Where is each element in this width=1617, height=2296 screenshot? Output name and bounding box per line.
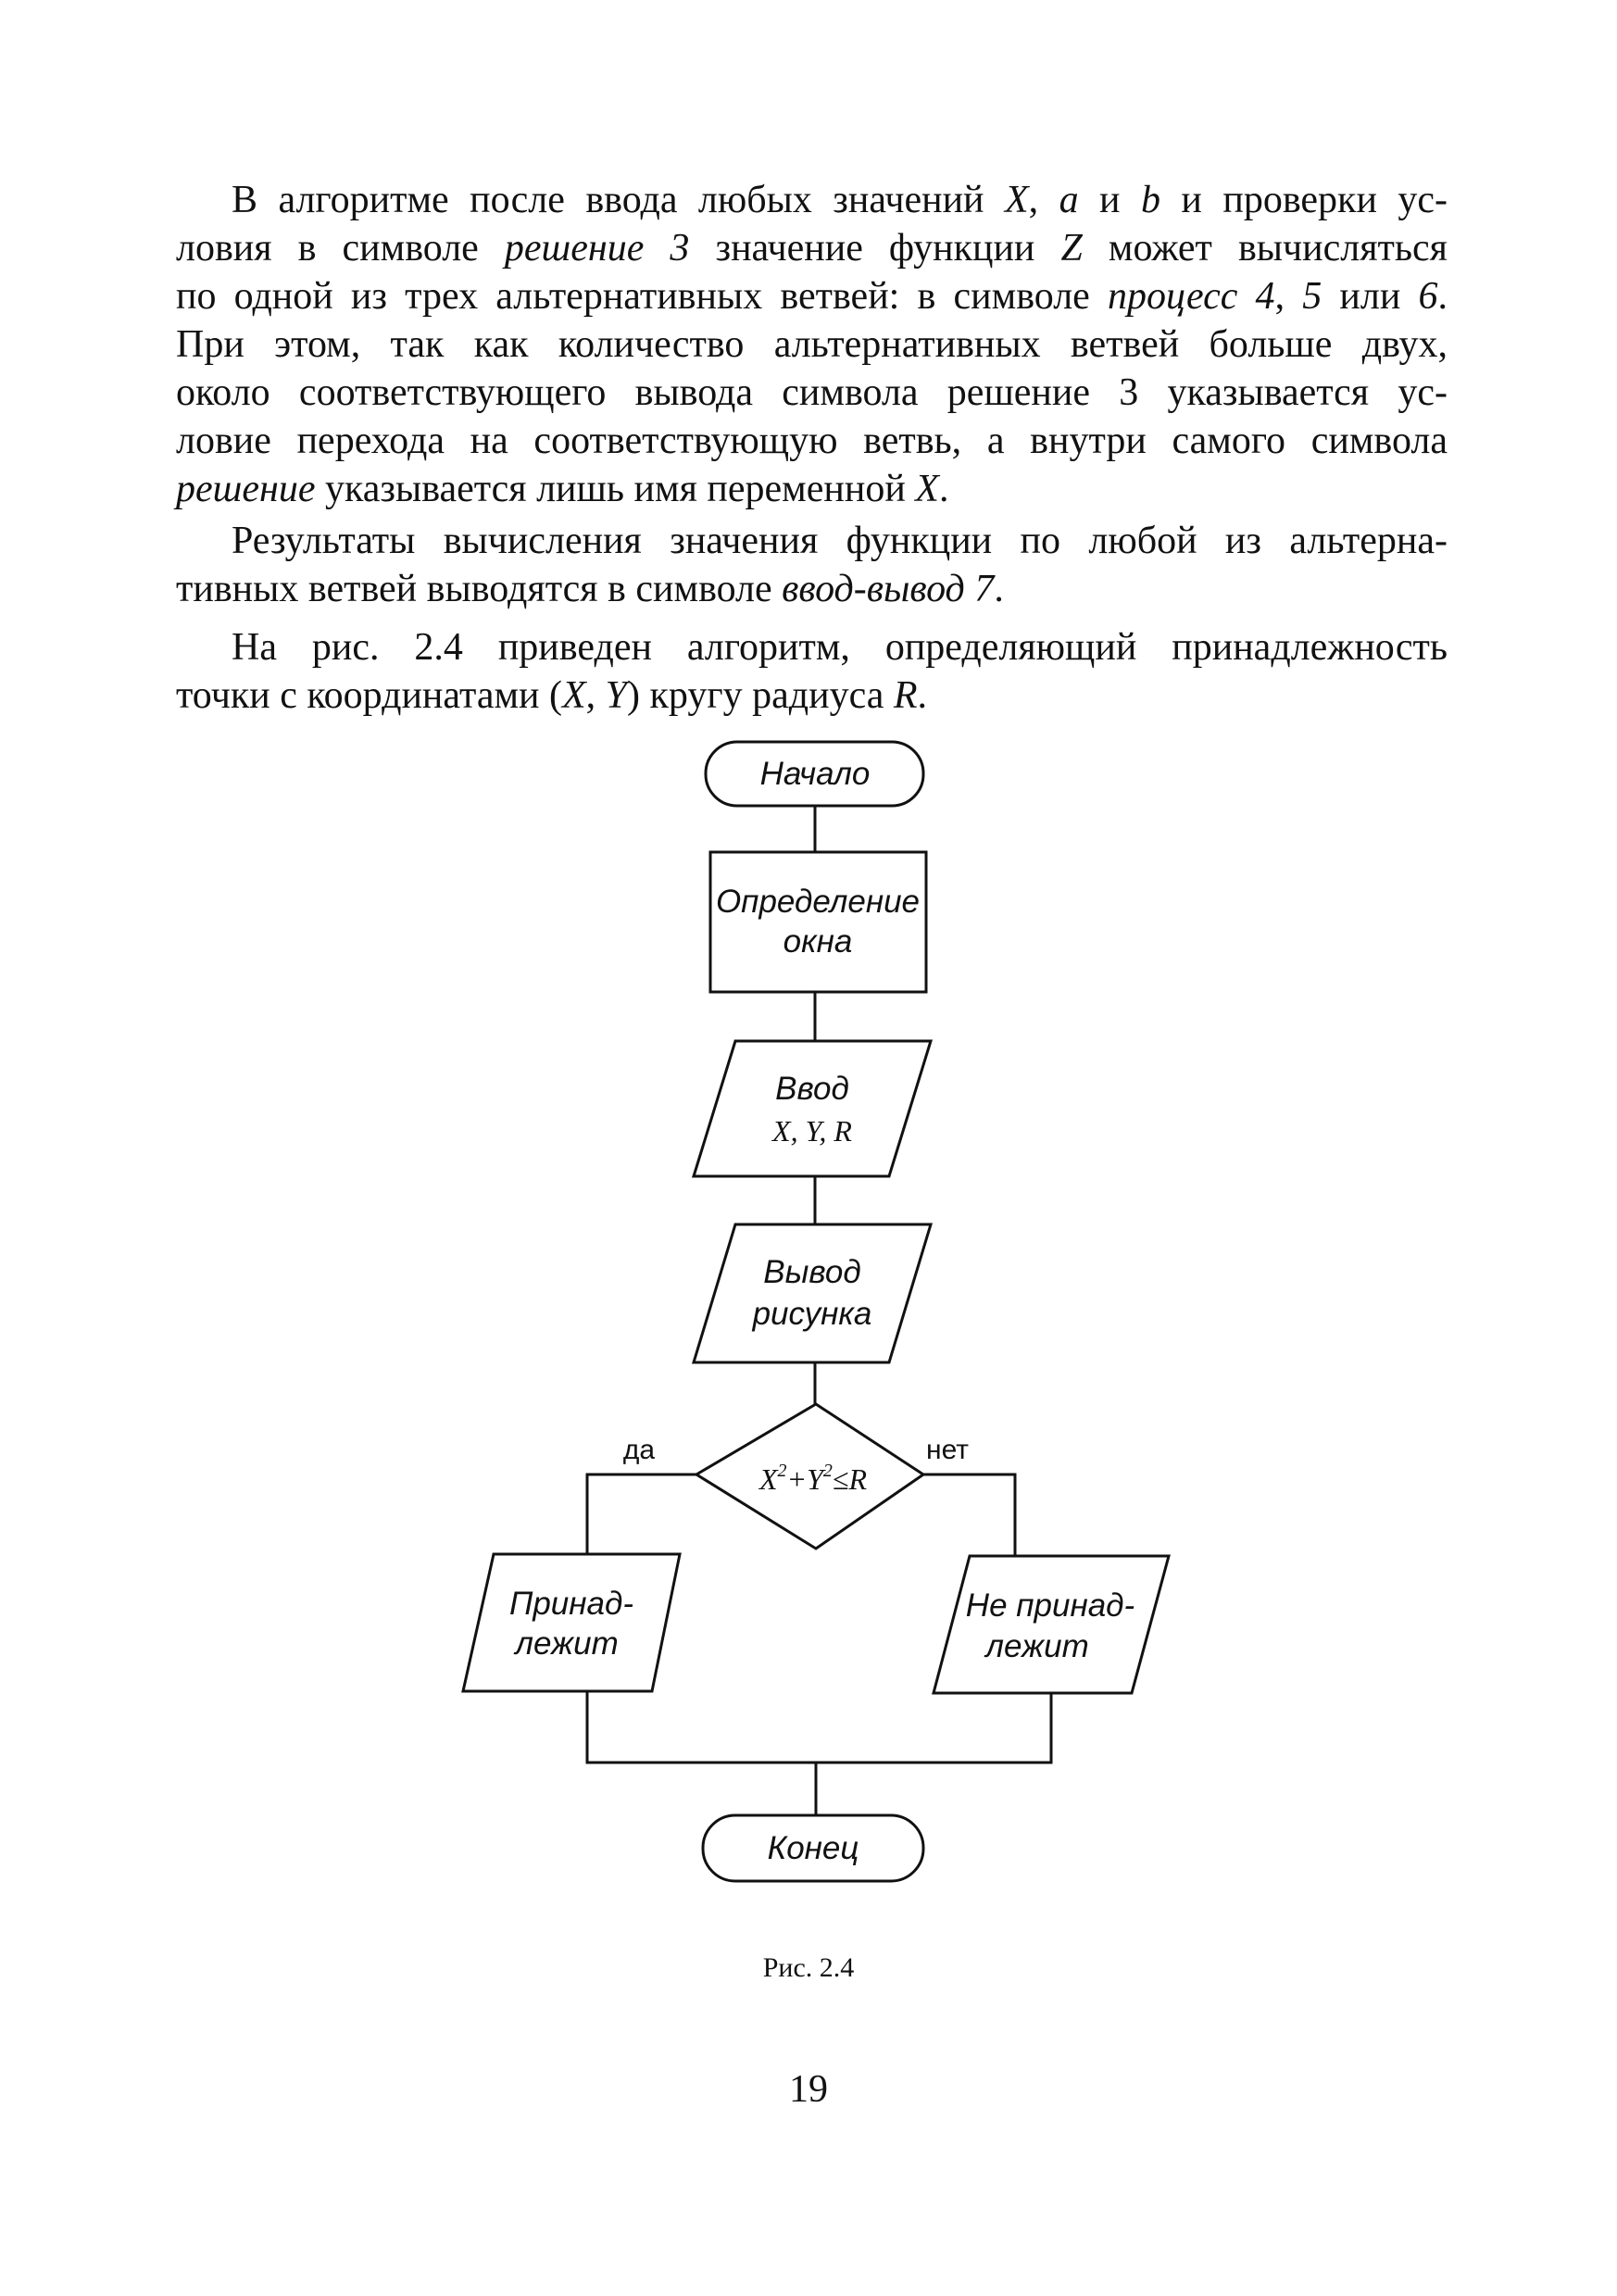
text-segment: или (1322, 275, 1419, 318)
text-segment: . (917, 674, 928, 717)
italic-text: 6 (1418, 275, 1438, 318)
yes-output-block (461, 1552, 682, 1693)
italic-text: Z (1060, 227, 1083, 270)
end-terminal (701, 1813, 925, 1883)
text-line: ловие перехода на соответствующую ветвь,… (176, 417, 1448, 465)
text-line: ловия в символе решение 3 значение функц… (176, 224, 1448, 272)
italic-text: Y (605, 674, 628, 717)
text-line: В алгоритме после ввода любых значений X… (176, 176, 1448, 224)
italic-text: a (1059, 179, 1079, 221)
process-label-2: окна (783, 923, 853, 960)
text-segment: , (1028, 179, 1059, 221)
process-block (708, 850, 928, 994)
italic-text: X (562, 674, 586, 717)
italic-text: b (1140, 179, 1160, 221)
text-segment: тивных ветвей выводятся в символе (176, 568, 783, 610)
output-label-1: Вывод (763, 1254, 860, 1290)
text-segment: ловие перехода на соответствующую ветвь,… (176, 420, 1448, 462)
text-segment: может вычисляться (1082, 227, 1448, 270)
merge-connector (585, 1691, 1053, 1764)
text-line: При этом, так как количество альтернатив… (176, 320, 1448, 369)
process-label-1: Определение (716, 884, 920, 920)
text-line: Результаты вычисления значения функции п… (176, 517, 1448, 565)
no-output-block (932, 1554, 1171, 1695)
output-label-2: рисунка (752, 1296, 872, 1332)
no-label-2: лежит (984, 1628, 1089, 1664)
italic-text: процесс 4 (1107, 275, 1275, 318)
text-segment: , (585, 674, 606, 717)
italic-text: решение (176, 468, 316, 510)
italic-text: X (915, 468, 939, 510)
no-label-1: Не принад- (966, 1587, 1134, 1624)
text-segment: . (994, 568, 1004, 610)
italic-text: X (1004, 179, 1029, 221)
text-segment: ловия в символе (176, 227, 505, 270)
text-line: На рис. 2.4 приведен алгоритм, определяю… (176, 623, 1448, 671)
text-segment: ) кругу радиуса (627, 674, 894, 717)
output-block (691, 1223, 934, 1364)
input-label: Ввод (775, 1071, 849, 1107)
paragraph-2: Результаты вычисления значения функции п… (176, 517, 1448, 613)
text-segment: точки с координатами ( (176, 674, 563, 717)
italic-text: 5 (1302, 275, 1322, 318)
yes-label-1: Принад- (509, 1586, 633, 1622)
paragraph-3: На рис. 2.4 приведен алгоритм, определяю… (176, 623, 1448, 720)
text-line: по одной из трех альтернативных ветвей: … (176, 272, 1448, 320)
text-segment: около соответствующего вывода символа ре… (176, 371, 1448, 414)
text-line: тивных ветвей выводятся в символе ввод-в… (176, 565, 1448, 613)
text-segment: . (1437, 275, 1448, 318)
end-label: Конец (768, 1830, 859, 1866)
text-segment: и (1078, 179, 1141, 221)
text-line: точки с координатами (X, Y) кругу радиус… (176, 671, 1448, 720)
italic-text: R (893, 674, 918, 717)
text-segment: Результаты вычисления значения функции п… (232, 520, 1448, 562)
page-number: 19 (789, 2068, 828, 2111)
text-segment: При этом, так как количество альтернатив… (176, 323, 1448, 366)
text-segment: и проверки ус- (1159, 179, 1448, 221)
yes-label-2: лежит (513, 1625, 619, 1662)
text-segment: значение функции (689, 227, 1061, 270)
no-label: нет (926, 1435, 969, 1465)
figure-caption: Рис. 2.4 (762, 1952, 855, 1983)
yes-label: да (623, 1435, 656, 1465)
text-segment: . (938, 468, 949, 510)
italic-text: решение 3 (504, 227, 690, 270)
text-segment: указывается лишь имя переменной (315, 468, 916, 510)
text-line: около соответствующего вывода символа ре… (176, 369, 1448, 417)
input-vars: X, Y, R (771, 1114, 852, 1148)
start-label: Начало (760, 756, 871, 792)
input-block (691, 1039, 934, 1178)
text-line: решение указывается лишь имя переменной … (176, 465, 1448, 513)
text-segment: по одной из трех альтернативных ветвей: … (176, 275, 1108, 318)
text-segment: , (1274, 275, 1303, 318)
decision-condition: X2+Y2≤R (758, 1461, 868, 1496)
paragraph-1: В алгоритме после ввода любых значений X… (176, 176, 1448, 513)
italic-text: ввод-вывод 7 (782, 568, 995, 610)
decision-block (694, 1402, 926, 1550)
text-segment: На рис. 2.4 приведен алгоритм, определяю… (232, 626, 1448, 669)
yes-connector (585, 1473, 696, 1554)
no-connector (923, 1473, 1017, 1556)
text-segment: В алгоритме после ввода любых значений (232, 179, 1005, 221)
